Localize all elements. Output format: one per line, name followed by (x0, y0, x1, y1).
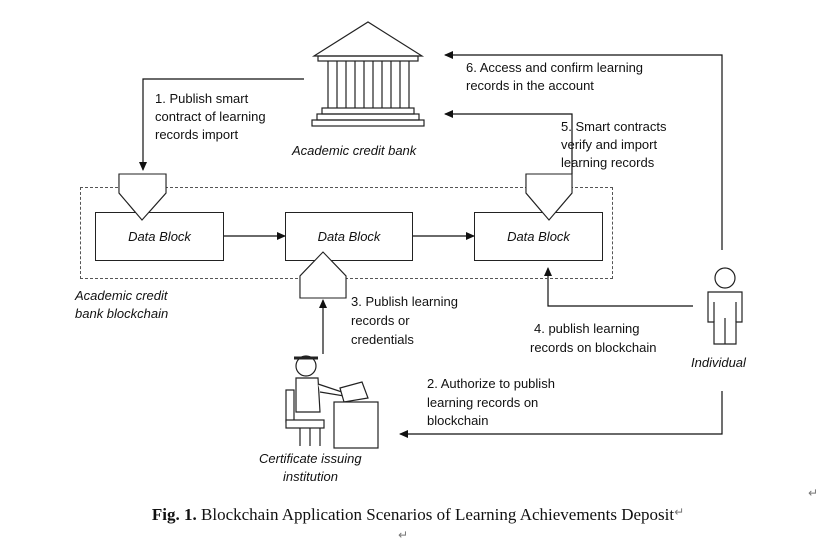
step-2-line-3: blockchain (427, 413, 489, 428)
step-1-line-1: 1. Publish smart (155, 91, 249, 106)
data-block-2: Data Block (285, 212, 413, 261)
chain-label-line-1: Academic credit (75, 288, 168, 303)
return-mark-icon-bottom: ↵ (398, 528, 409, 542)
step-5-line-1: 5. Smart contracts (561, 119, 667, 134)
chain-label-line-2: bank blockchain (75, 306, 169, 321)
step-3-line-1: 3. Publish learning (351, 294, 458, 309)
figure-caption-prefix: Fig. 1. (151, 505, 197, 524)
return-mark-icon-right: ↵ (808, 486, 819, 500)
step-3-line-2: records or (351, 313, 410, 328)
arrow-step-6 (444, 51, 723, 250)
step-1-line-2: contract of learning (155, 109, 266, 124)
bank-label: Academic credit bank (292, 143, 417, 158)
step-2-line-2: learning records on (427, 395, 539, 410)
figure-caption-text: Blockchain Application Scenarios of Lear… (196, 505, 675, 524)
bank-icon (311, 21, 425, 127)
figure-caption: Fig. 1. Blockchain Application Scenarios… (0, 505, 826, 525)
step-4-line-1: 4. publish learning (534, 321, 640, 336)
return-mark-icon: ↵ (674, 505, 685, 519)
arrow-step-2 (399, 391, 723, 438)
step-6-line-1: 6. Access and confirm learning (466, 60, 644, 75)
institution-worker-icon (285, 355, 379, 449)
step-2-line-1: 2. Authorize to publish (427, 376, 555, 391)
step-4-line-2: records on blockchain (530, 340, 657, 355)
step-1-line-3: records import (155, 127, 239, 142)
arrow-step-1 (139, 78, 304, 171)
data-block-3: Data Block (474, 212, 603, 261)
institution-label-line-2: institution (283, 469, 338, 484)
step-5-line-3: learning records (561, 155, 655, 170)
data-block-1: Data Block (95, 212, 224, 261)
individual-person-icon (707, 267, 743, 345)
step-5-line-2: verify and import (561, 137, 658, 152)
step-6-line-2: records in the account (466, 78, 594, 93)
step-3-line-3: credentials (351, 332, 414, 347)
institution-label-line-1: Certificate issuing (259, 451, 362, 466)
arrow-step-4 (544, 267, 693, 307)
individual-label: Individual (691, 355, 746, 370)
